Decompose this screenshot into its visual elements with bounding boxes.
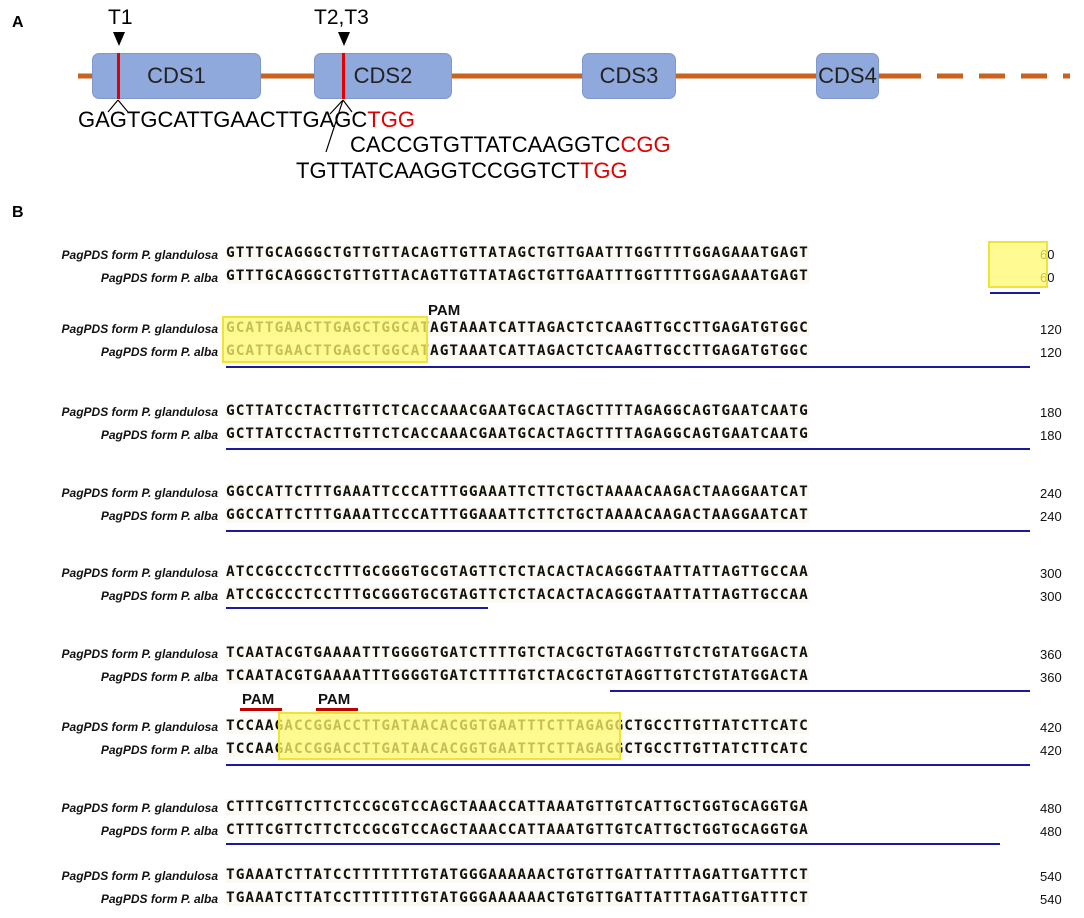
row5-seq-alba: ATCCGCCCTCCTTTGCGGGTGCGTAGTTCTCTACACTACA… <box>226 587 809 603</box>
cds3-box: CDS3 <box>582 53 676 99</box>
panel-a-label: A <box>12 14 24 31</box>
row2-label-alba: PagPDS form P. alba <box>100 345 218 359</box>
row6-underline <box>610 690 1030 692</box>
row2-label-glandulosa: PagPDS form P. glandulosa <box>61 322 218 336</box>
row6-seq-alba: TCAATACGTGAAAATTTGGGGTGATCTTTTGTCTACGCTG… <box>226 668 809 684</box>
row7-underline <box>226 764 1030 766</box>
row1-seq-alba: GTTTGCAGGGCTGTTGTTACAGTTGTTATAGCTGTTGAAT… <box>226 268 809 284</box>
row7-pos-alba: 420 <box>1040 743 1062 758</box>
row1-target-highlight <box>988 241 1048 288</box>
row8-seq-glandulosa: CTTTCGTTCTTCTCCGCGTCCAGCTAAACCATTAAATGTT… <box>226 799 809 815</box>
row5-seq-glandulosa: ATCCGCCCTCCTTTGCGGGTGCGTAGTTCTCTACACTACA… <box>226 564 809 580</box>
row4-label-glandulosa: PagPDS form P. glandulosa <box>61 486 218 500</box>
row9-label-glandulosa: PagPDS form P. glandulosa <box>61 869 218 883</box>
t1-arrow-icon <box>113 32 125 46</box>
row8-label-alba: PagPDS form P. alba <box>100 824 218 838</box>
row3-label-glandulosa: PagPDS form P. glandulosa <box>61 405 218 419</box>
row2-underline <box>226 366 1030 368</box>
cds2-box: CDS2 <box>314 53 452 99</box>
row7-pam-bar-2 <box>316 708 358 711</box>
row4-underline <box>226 530 1030 532</box>
guide-t1: GAGTGCATTGAACTTGAGCTGG <box>78 107 415 132</box>
row2-pam-label: PAM <box>428 302 461 319</box>
row4-label-alba: PagPDS form P. alba <box>100 509 218 523</box>
row5-pos-alba: 300 <box>1040 589 1062 604</box>
row1-seq-glandulosa: GTTTGCAGGGCTGTTGTTACAGTTGTTATAGCTGTTGAAT… <box>226 245 809 261</box>
row4-seq-glandulosa: GGCCATTCTTTGAAATTCCCATTTGGAAATTCTTCTGCTA… <box>226 484 809 500</box>
row9-label-alba: PagPDS form P. alba <box>100 892 218 906</box>
row7-label-alba: PagPDS form P. alba <box>100 743 218 757</box>
row9-seq-alba: TGAAATCTTATCCTTTTTTTGTATGGGAAAAAACTGTGTT… <box>226 890 809 906</box>
row2-pos-glandulosa: 120 <box>1040 322 1062 337</box>
row7-target-highlight <box>278 712 621 760</box>
t1-label: T1 <box>108 6 133 29</box>
guide-t2: CACCGTGTTATCAAGGTCCGG <box>350 132 671 157</box>
row8-seq-alba: CTTTCGTTCTTCTCCGCGTCCAGCTAAACCATTAAATGTT… <box>226 822 809 838</box>
row6-seq-glandulosa: TCAATACGTGAAAATTTGGGGTGATCTTTTGTCTACGCTG… <box>226 645 809 661</box>
t23-expand-diag <box>325 99 344 153</box>
t1-expand-right <box>117 99 129 113</box>
cds4-box: CDS4 <box>816 53 879 99</box>
panel-b-label: B <box>12 204 24 221</box>
t1-cut-site <box>117 53 120 99</box>
row6-label-alba: PagPDS form P. alba <box>100 670 218 684</box>
row1-underline <box>990 292 1040 294</box>
row7-pos-glandulosa: 420 <box>1040 720 1062 735</box>
row8-underline <box>226 843 1000 845</box>
row6-pos-glandulosa: 360 <box>1040 647 1062 662</box>
t1-expand-left <box>107 99 119 113</box>
row6-label-glandulosa: PagPDS form P. glandulosa <box>61 647 218 661</box>
row5-label-glandulosa: PagPDS form P. glandulosa <box>61 566 218 580</box>
t23-expand-left <box>329 99 344 115</box>
row4-seq-alba: GGCCATTCTTTGAAATTCCCATTTGGAAATTCTTCTGCTA… <box>226 507 809 523</box>
row2-target-highlight <box>222 316 428 363</box>
row5-underline <box>226 607 488 609</box>
row3-pos-glandulosa: 180 <box>1040 405 1062 420</box>
row1-label-alba: PagPDS form P. alba <box>100 271 218 285</box>
row3-seq-alba: GCTTATCCTACTTGTTCTCACCAAACGAATGCACTAGCTT… <box>226 426 809 442</box>
cds1-box: CDS1 <box>92 53 261 99</box>
t23-expand-right <box>342 99 353 113</box>
row3-label-alba: PagPDS form P. alba <box>100 428 218 442</box>
row6-pos-alba: 360 <box>1040 670 1062 685</box>
row4-pos-glandulosa: 240 <box>1040 486 1062 501</box>
t23-arrow-icon <box>338 32 350 46</box>
row5-label-alba: PagPDS form P. alba <box>100 589 218 603</box>
row9-seq-glandulosa: TGAAATCTTATCCTTTTTTTGTATGGGAAAAAACTGTGTT… <box>226 867 809 883</box>
row8-pos-glandulosa: 480 <box>1040 801 1062 816</box>
row9-pos-glandulosa: 540 <box>1040 869 1062 884</box>
row7-pam-label-1: PAM <box>242 691 275 708</box>
row3-pos-alba: 180 <box>1040 428 1062 443</box>
guide-t3: TGTTATCAAGGTCCGGTCTTGG <box>296 158 628 183</box>
row2-pos-alba: 120 <box>1040 345 1062 360</box>
row7-pam-label-2: PAM <box>318 691 351 708</box>
row1-label-glandulosa: PagPDS form P. glandulosa <box>61 248 218 262</box>
row3-seq-glandulosa: GCTTATCCTACTTGTTCTCACCAAACGAATGCACTAGCTT… <box>226 403 809 419</box>
row3-underline <box>226 448 1030 450</box>
row8-label-glandulosa: PagPDS form P. glandulosa <box>61 801 218 815</box>
row7-label-glandulosa: PagPDS form P. glandulosa <box>61 720 218 734</box>
row5-pos-glandulosa: 300 <box>1040 566 1062 581</box>
t23-cut-site <box>342 53 345 99</box>
row4-pos-alba: 240 <box>1040 509 1062 524</box>
row9-pos-alba: 540 <box>1040 892 1062 907</box>
t23-label: T2,T3 <box>314 6 369 29</box>
row7-pam-bar-1 <box>240 708 282 711</box>
row8-pos-alba: 480 <box>1040 824 1062 839</box>
